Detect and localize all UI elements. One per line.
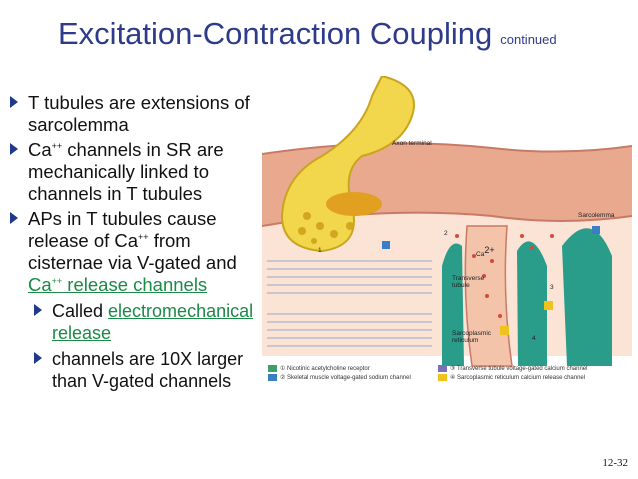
- label-sarcolemma: Sarcolemma: [578, 212, 615, 219]
- sr-cisterna-far: [562, 228, 612, 366]
- link-post: release channels: [62, 274, 208, 295]
- legend-item-3: ③ Transverse tubule voltage-gated calciu…: [438, 365, 608, 372]
- legend-item-2: ② Skeletal muscle voltage-gated sodium c…: [268, 374, 438, 381]
- sub-bullet-1: Called electromechanical release: [32, 300, 260, 344]
- na-channel-marker: [382, 241, 390, 249]
- bullet-3: APs in T tubules cause release of Ca++ f…: [8, 208, 260, 296]
- legend-item-4: ④ Sarcoplasmic reticulum calcium release…: [438, 374, 608, 381]
- link-sup: ++: [51, 275, 63, 286]
- na-channel-marker-2: [592, 226, 600, 234]
- bullet-1-text: T tubules are extensions of sarcolemma: [28, 92, 250, 135]
- myofibril-lines: [267, 260, 432, 347]
- sarcolemma-outer-edge: [262, 142, 632, 155]
- legend-text-2: ② Skeletal muscle voltage-gated sodium c…: [280, 375, 411, 381]
- bullet-1: T tubules are extensions of sarcolemma: [8, 92, 260, 136]
- legend-row-1: ① Nicotinic acetylcholine receptor ③ Tra…: [268, 365, 608, 372]
- label-ca: Ca2+: [476, 246, 495, 259]
- synaptic-vesicles: [298, 212, 354, 244]
- sub-bullet-2: channels are 10X larger than V-gated cha…: [32, 348, 260, 392]
- bullet-arrow-icon: [10, 96, 18, 108]
- bullet-3-pre: APs in T tubules cause release of Ca: [28, 208, 217, 251]
- bullet-2-post: channels in SR are mechanically linked t…: [28, 139, 224, 204]
- bullet-arrow-icon: [10, 212, 18, 224]
- legend-text-3: ③ Transverse tubule voltage-gated calciu…: [450, 366, 588, 372]
- axon-terminal-shape: [280, 76, 415, 253]
- sub-bullet-1-pre: Called: [52, 301, 109, 321]
- ec-coupling-illustration: [262, 76, 632, 367]
- sr-cisterna-left: [442, 243, 464, 366]
- label-n2: 2: [444, 230, 448, 237]
- slide-title: Excitation-Contraction Coupling continued: [58, 16, 557, 52]
- bullet-2: Ca++ channels in SR are mechanically lin…: [8, 139, 260, 205]
- bullet-3-sup: ++: [138, 231, 149, 242]
- sub-bullet-arrow-icon: [34, 304, 42, 316]
- mitochondrion: [326, 192, 382, 216]
- bullet-3-mid: from cisternae via V-gated and: [28, 230, 237, 273]
- bullet-2-pre: Ca: [28, 139, 52, 160]
- bullet-2-sup: ++: [51, 140, 63, 151]
- bullet-arrow-icon: [10, 143, 18, 155]
- label-n3: 3: [550, 284, 554, 291]
- tubule-ca-channel-icon: [438, 365, 447, 372]
- calcium-ions: [455, 234, 554, 318]
- legend-row-2: ② Skeletal muscle voltage-gated sodium c…: [268, 374, 608, 381]
- legend-item-1: ① Nicotinic acetylcholine receptor: [268, 365, 438, 372]
- sr-cisterna-right: [517, 241, 547, 366]
- sub-bullet-2-text: channels are 10X larger than V-gated cha…: [52, 349, 244, 391]
- legend-text-4: ④ Sarcoplasmic reticulum calcium release…: [450, 375, 586, 381]
- label-sarcoplasmic-reticulum: Sarcoplasmic reticulum: [452, 330, 492, 344]
- page-number: 12-32: [602, 457, 628, 469]
- legend-text-1: ① Nicotinic acetylcholine receptor: [280, 366, 370, 372]
- title-text: Excitation-Contraction Coupling: [58, 16, 493, 51]
- ca-text: Ca: [476, 251, 485, 259]
- figure-legend: ① Nicotinic acetylcholine receptor ③ Tra…: [268, 365, 608, 383]
- electromechanical-release-link[interactable]: electromechanical release: [52, 301, 254, 343]
- sub-bullet-arrow-icon: [34, 352, 42, 364]
- label-n1: 1: [318, 247, 322, 254]
- ca-release-channel-marker: [500, 326, 509, 335]
- bullet-list: T tubules are extensions of sarcolemma C…: [8, 92, 260, 392]
- label-transverse-tubule: Transverse tubule: [452, 275, 485, 289]
- nicotinic-receptor-icon: [268, 365, 277, 372]
- link-pre: Ca: [28, 274, 52, 295]
- ca-sup: 2+: [484, 245, 495, 255]
- label-n4: 4: [532, 335, 536, 342]
- ca-release-channels-link[interactable]: Ca++ release channels: [28, 274, 207, 295]
- label-axon-terminal: Axon terminal: [392, 140, 432, 147]
- sr-release-channel-icon: [438, 374, 447, 381]
- na-channel-icon: [268, 374, 277, 381]
- ca-release-channel-marker-2: [544, 301, 553, 310]
- title-continued: continued: [500, 32, 557, 47]
- channel-markers: [382, 226, 600, 335]
